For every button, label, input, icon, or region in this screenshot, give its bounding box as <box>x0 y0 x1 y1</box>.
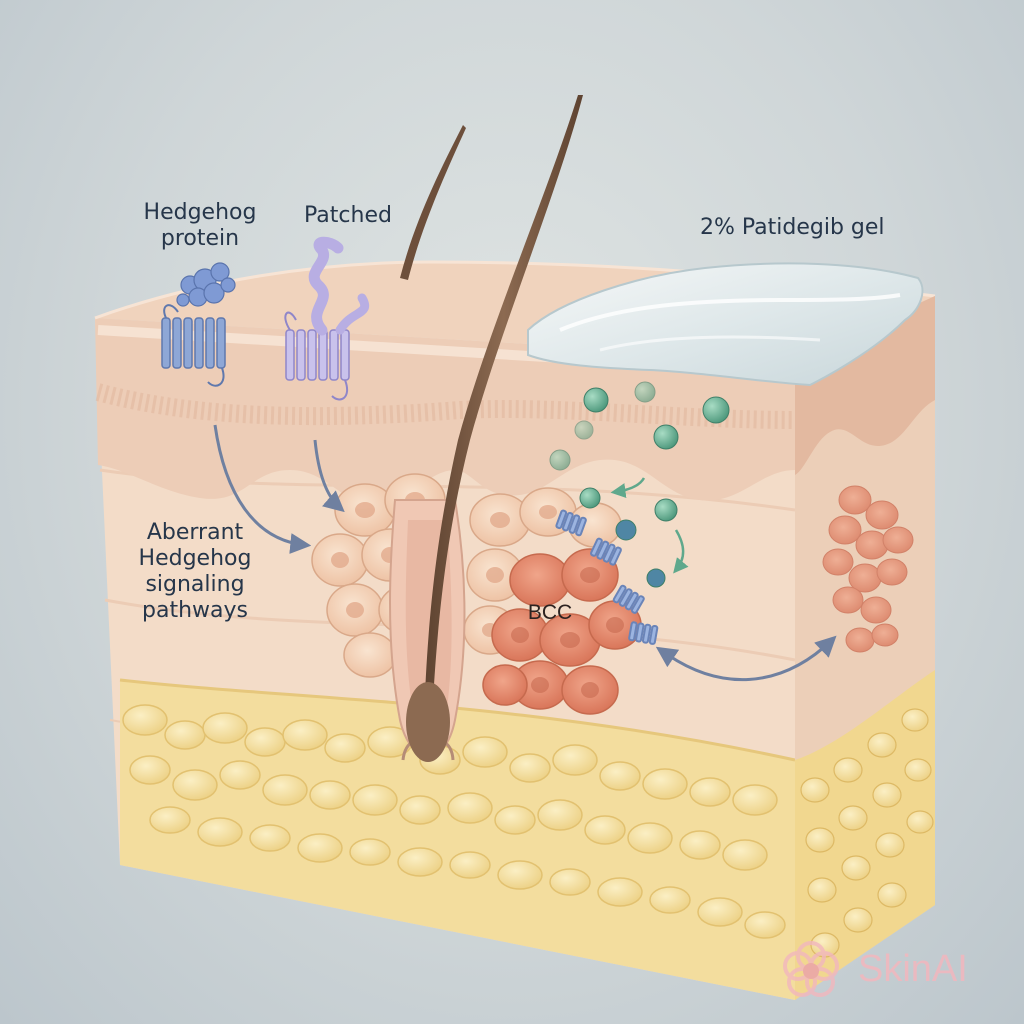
hedgehog-receptor <box>161 262 236 387</box>
flower-logo-icon <box>783 941 839 997</box>
bcc-core-nuclei <box>511 567 624 698</box>
signaling-arrows <box>213 424 837 682</box>
patched-receptor <box>284 236 369 401</box>
aberrant-line-3: signaling <box>145 572 245 597</box>
bcc-core-cells <box>482 548 642 715</box>
aberrant-line-4: pathways <box>142 598 248 623</box>
skin-block-side <box>795 296 935 1000</box>
aberrant-signaling-label: Aberrant Hedgehog signaling pathways <box>120 520 270 624</box>
hedgehog-label-line-1: Hedgehog <box>143 200 257 225</box>
patched-label: Patched <box>288 203 408 229</box>
gel-label-text: 2% Patidegib gel <box>700 215 885 240</box>
hedgehog-label-line-2: protein <box>160 226 240 251</box>
drug-arrow-2 <box>673 529 689 574</box>
drug-molecules <box>549 381 730 588</box>
patched-label-text: Patched <box>304 203 392 228</box>
gel-label: 2% Patidegib gel <box>700 215 920 241</box>
hair-shaft <box>400 95 583 762</box>
drug-arrow-1 <box>610 477 646 499</box>
side-tumor-cluster <box>822 485 914 653</box>
watermark-text: SkinAI <box>858 948 968 990</box>
hedgehog-protein-label: Hedgehog protein <box>120 200 280 252</box>
fat-lobules <box>122 704 786 939</box>
patidegib-gel-pad <box>527 262 924 387</box>
hedgehog-protein-molecule <box>176 262 236 307</box>
aberrant-line-1: Aberrant <box>146 520 244 545</box>
receptors-on-tumor <box>555 509 659 645</box>
aberrant-line-2: Hedgehog <box>138 546 252 571</box>
bcc-label: BCC <box>527 601 573 624</box>
skinai-watermark: SkinAI <box>776 936 1016 1006</box>
